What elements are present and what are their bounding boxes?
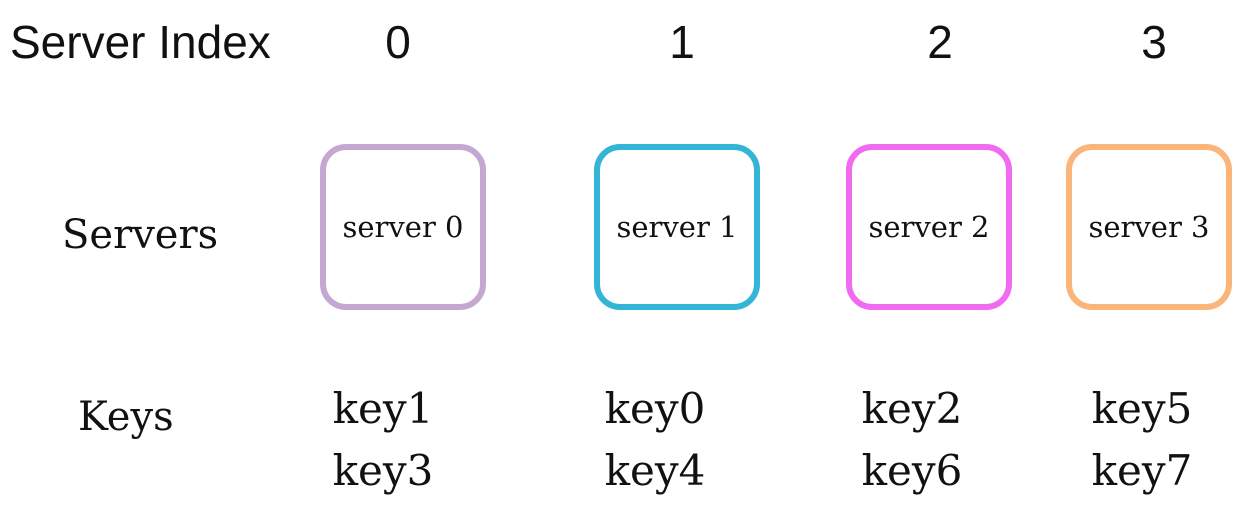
- key-item: key2: [861, 384, 963, 433]
- server-name: server 0: [342, 210, 464, 244]
- server-index-3: 3: [1141, 16, 1167, 68]
- key-item: key6: [861, 446, 963, 495]
- servers-row-label: Servers: [62, 212, 219, 258]
- key-item: key5: [1091, 384, 1193, 433]
- key-item: key3: [332, 446, 434, 495]
- server-index-1: 1: [669, 16, 695, 68]
- server-index-0: 0: [385, 16, 411, 68]
- server-name: server 2: [868, 210, 990, 244]
- server-index-2: 2: [927, 16, 953, 68]
- keys-list-2: key2 key6: [822, 378, 1002, 502]
- keys-list-3: key5 key7: [1052, 378, 1232, 502]
- keys-list-1: key0 key4: [565, 378, 745, 502]
- server-box-3: server 3: [1066, 144, 1232, 310]
- server-name: server 3: [1088, 210, 1210, 244]
- server-box-0: server 0: [320, 144, 486, 310]
- key-item: key0: [604, 384, 706, 433]
- server-box-1: server 1: [594, 144, 760, 310]
- server-name: server 1: [616, 210, 738, 244]
- key-item: key7: [1091, 446, 1193, 495]
- key-item: key4: [604, 446, 706, 495]
- keys-row-label: Keys: [78, 394, 174, 440]
- keys-list-0: key1 key3: [293, 378, 473, 502]
- server-index-label: Server Index: [10, 16, 271, 68]
- server-box-2: server 2: [846, 144, 1012, 310]
- key-item: key1: [332, 384, 434, 433]
